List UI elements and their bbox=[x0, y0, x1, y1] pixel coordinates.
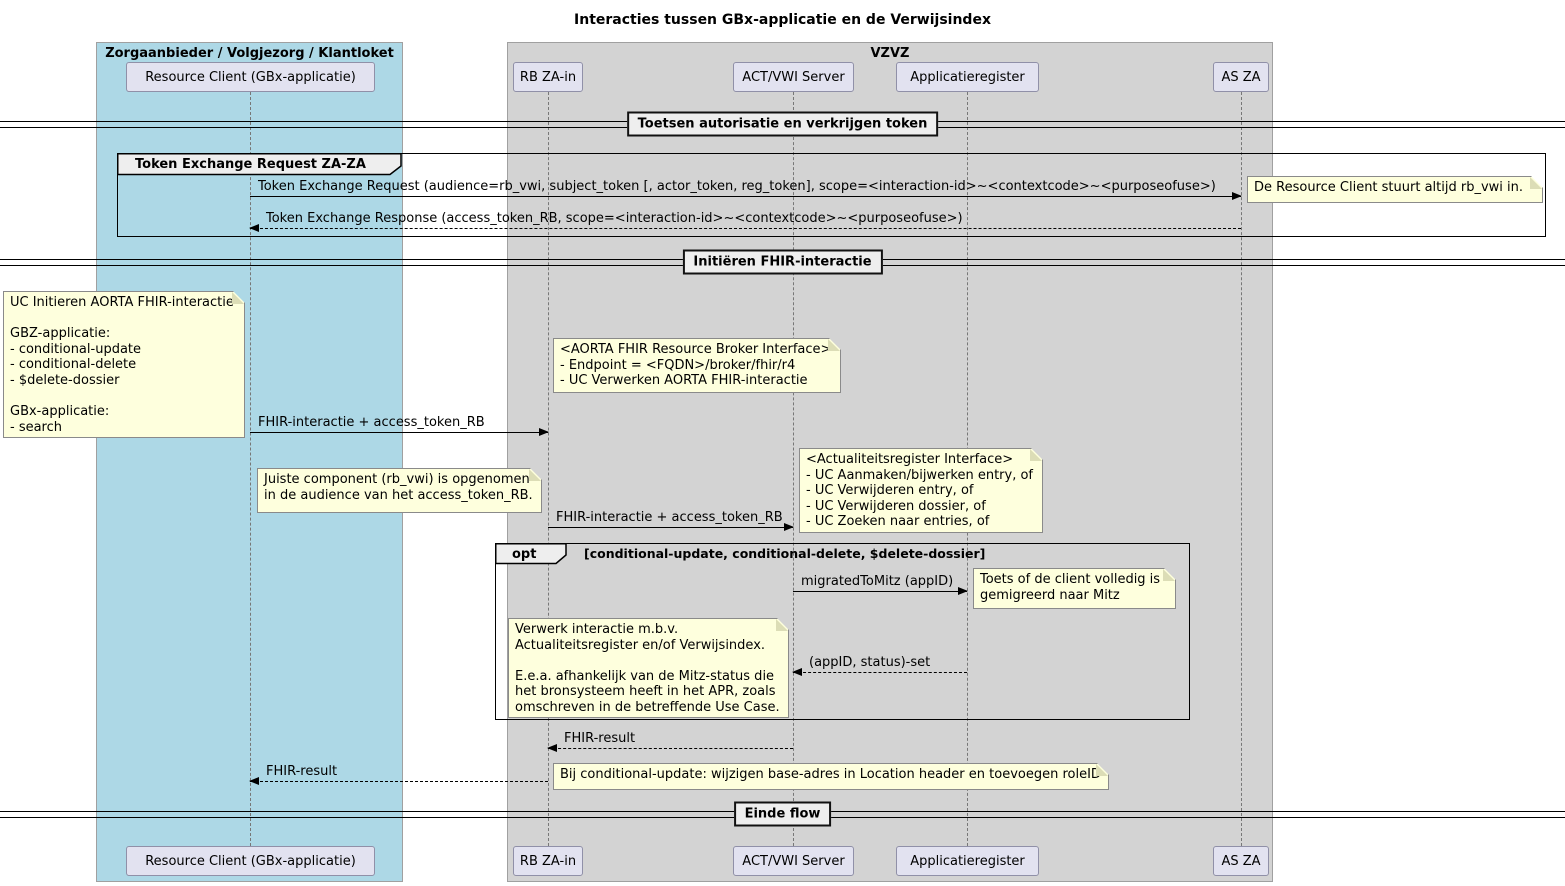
note-uc-initieren: UC Initieren AORTA FHIR-interactie GBZ-a… bbox=[3, 291, 245, 438]
message-line bbox=[793, 672, 967, 673]
participant-as-za-top: AS ZA bbox=[1213, 62, 1269, 92]
arrowhead bbox=[249, 777, 259, 785]
message-line bbox=[250, 228, 1241, 229]
group-header-label: Token Exchange Request ZA-ZA bbox=[135, 157, 366, 172]
participant-resource-client-bottom: Resource Client (GBx-applicatie) bbox=[126, 846, 375, 876]
note-text: De Resource Client stuurt altijd rb_vwi … bbox=[1254, 180, 1524, 195]
opt-header-shape bbox=[495, 543, 567, 565]
message-label: FHIR-interactie + access_token_RB bbox=[258, 415, 485, 430]
note-juiste-component: Juiste component (rb_vwi) is opgenomen i… bbox=[257, 468, 542, 513]
note-resource-client-rbvwi: De Resource Client stuurt altijd rb_vwi … bbox=[1247, 176, 1543, 203]
message-label: migratedToMitz (appID) bbox=[801, 574, 954, 589]
message-line bbox=[548, 748, 793, 749]
box-vzvz-label: VZVZ bbox=[870, 46, 910, 61]
message-line bbox=[548, 527, 793, 528]
participant-rb-za-in-bottom: RB ZA-in bbox=[513, 846, 583, 876]
note-actualiteitsregister-interface: <Actualiteitsregister Interface> - UC Aa… bbox=[799, 448, 1043, 533]
opt-keyword-label: opt bbox=[512, 547, 537, 562]
note-text: UC Initieren AORTA FHIR-interactie GBZ-a… bbox=[10, 295, 234, 435]
arrowhead bbox=[249, 224, 259, 232]
lifeline-act-vwi-server bbox=[793, 92, 794, 846]
lifeline-resource-client bbox=[250, 92, 251, 846]
box-zorgaanbieder-label: Zorgaanbieder / Volgjezorg / Klantloket bbox=[105, 46, 394, 61]
group-token-exchange-frame: Token Exchange Request ZA-ZA bbox=[117, 153, 1546, 237]
message-line bbox=[250, 432, 548, 433]
divider-label: Einde flow bbox=[733, 801, 832, 827]
arrowhead bbox=[958, 587, 968, 595]
message-line bbox=[250, 196, 1241, 197]
participant-as-za-bottom: AS ZA bbox=[1213, 846, 1269, 876]
note-text: Toets of de client volledig is gemigreer… bbox=[980, 572, 1161, 603]
message-label: Token Exchange Response (access_token_RB… bbox=[266, 211, 963, 226]
note-text: Bij conditional-update: wijzigen base-ad… bbox=[560, 767, 1101, 782]
message-line bbox=[250, 781, 548, 782]
note-bij-conditional-update: Bij conditional-update: wijzigen base-ad… bbox=[553, 763, 1109, 790]
group-header-shape bbox=[117, 153, 402, 176]
arrowhead bbox=[539, 428, 549, 436]
participant-resource-client-top: Resource Client (GBx-applicatie) bbox=[126, 62, 375, 92]
participant-rb-za-in-top: RB ZA-in bbox=[513, 62, 583, 92]
participant-act-vwi-server-top: ACT/VWI Server bbox=[733, 62, 854, 92]
participant-applicatieregister-top: Applicatieregister bbox=[896, 62, 1039, 92]
participant-applicatieregister-bottom: Applicatieregister bbox=[896, 846, 1039, 876]
lifeline-rb-za-in bbox=[548, 92, 549, 846]
arrowhead bbox=[784, 523, 794, 531]
message-label: (appID, status)-set bbox=[809, 655, 931, 670]
note-aorta-broker-interface: <AORTA FHIR Resource Broker Interface> -… bbox=[553, 338, 841, 393]
message-label: FHIR-result bbox=[564, 731, 636, 746]
note-verwerk-interactie: Verwerk interactie m.b.v. Actualiteitsre… bbox=[508, 618, 789, 718]
message-label: FHIR-result bbox=[266, 764, 338, 779]
arrowhead bbox=[792, 668, 802, 676]
message-label: Token Exchange Request (audience=rb_vwi,… bbox=[258, 179, 1216, 194]
arrowhead bbox=[1232, 192, 1242, 200]
participant-act-vwi-server-bottom: ACT/VWI Server bbox=[733, 846, 854, 876]
arrowhead bbox=[547, 744, 557, 752]
message-line bbox=[793, 591, 967, 592]
note-text: <AORTA FHIR Resource Broker Interface> -… bbox=[560, 342, 832, 389]
lifeline-as-za bbox=[1241, 92, 1242, 846]
note-text: <Actualiteitsregister Interface> - UC Aa… bbox=[806, 452, 1034, 530]
opt-condition-label: [conditional-update, conditional-delete,… bbox=[584, 546, 986, 561]
note-text: Verwerk interactie m.b.v. Actualiteitsre… bbox=[515, 622, 780, 715]
opt-fragment-frame: opt [conditional-update, conditional-del… bbox=[495, 543, 1190, 720]
divider-label: Toetsen autorisatie en verkrijgen token bbox=[626, 111, 939, 137]
divider-label: Initiëren FHIR-interactie bbox=[682, 249, 883, 275]
diagram-title: Interacties tussen GBx-applicatie en de … bbox=[574, 12, 991, 28]
message-label: FHIR-interactie + access_token_RB bbox=[556, 510, 783, 525]
box-zorgaanbieder: Zorgaanbieder / Volgjezorg / Klantloket bbox=[96, 42, 403, 882]
note-toets-mitz: Toets of de client volledig is gemigreer… bbox=[973, 568, 1176, 609]
note-text: Juiste component (rb_vwi) is opgenomen i… bbox=[264, 472, 533, 503]
